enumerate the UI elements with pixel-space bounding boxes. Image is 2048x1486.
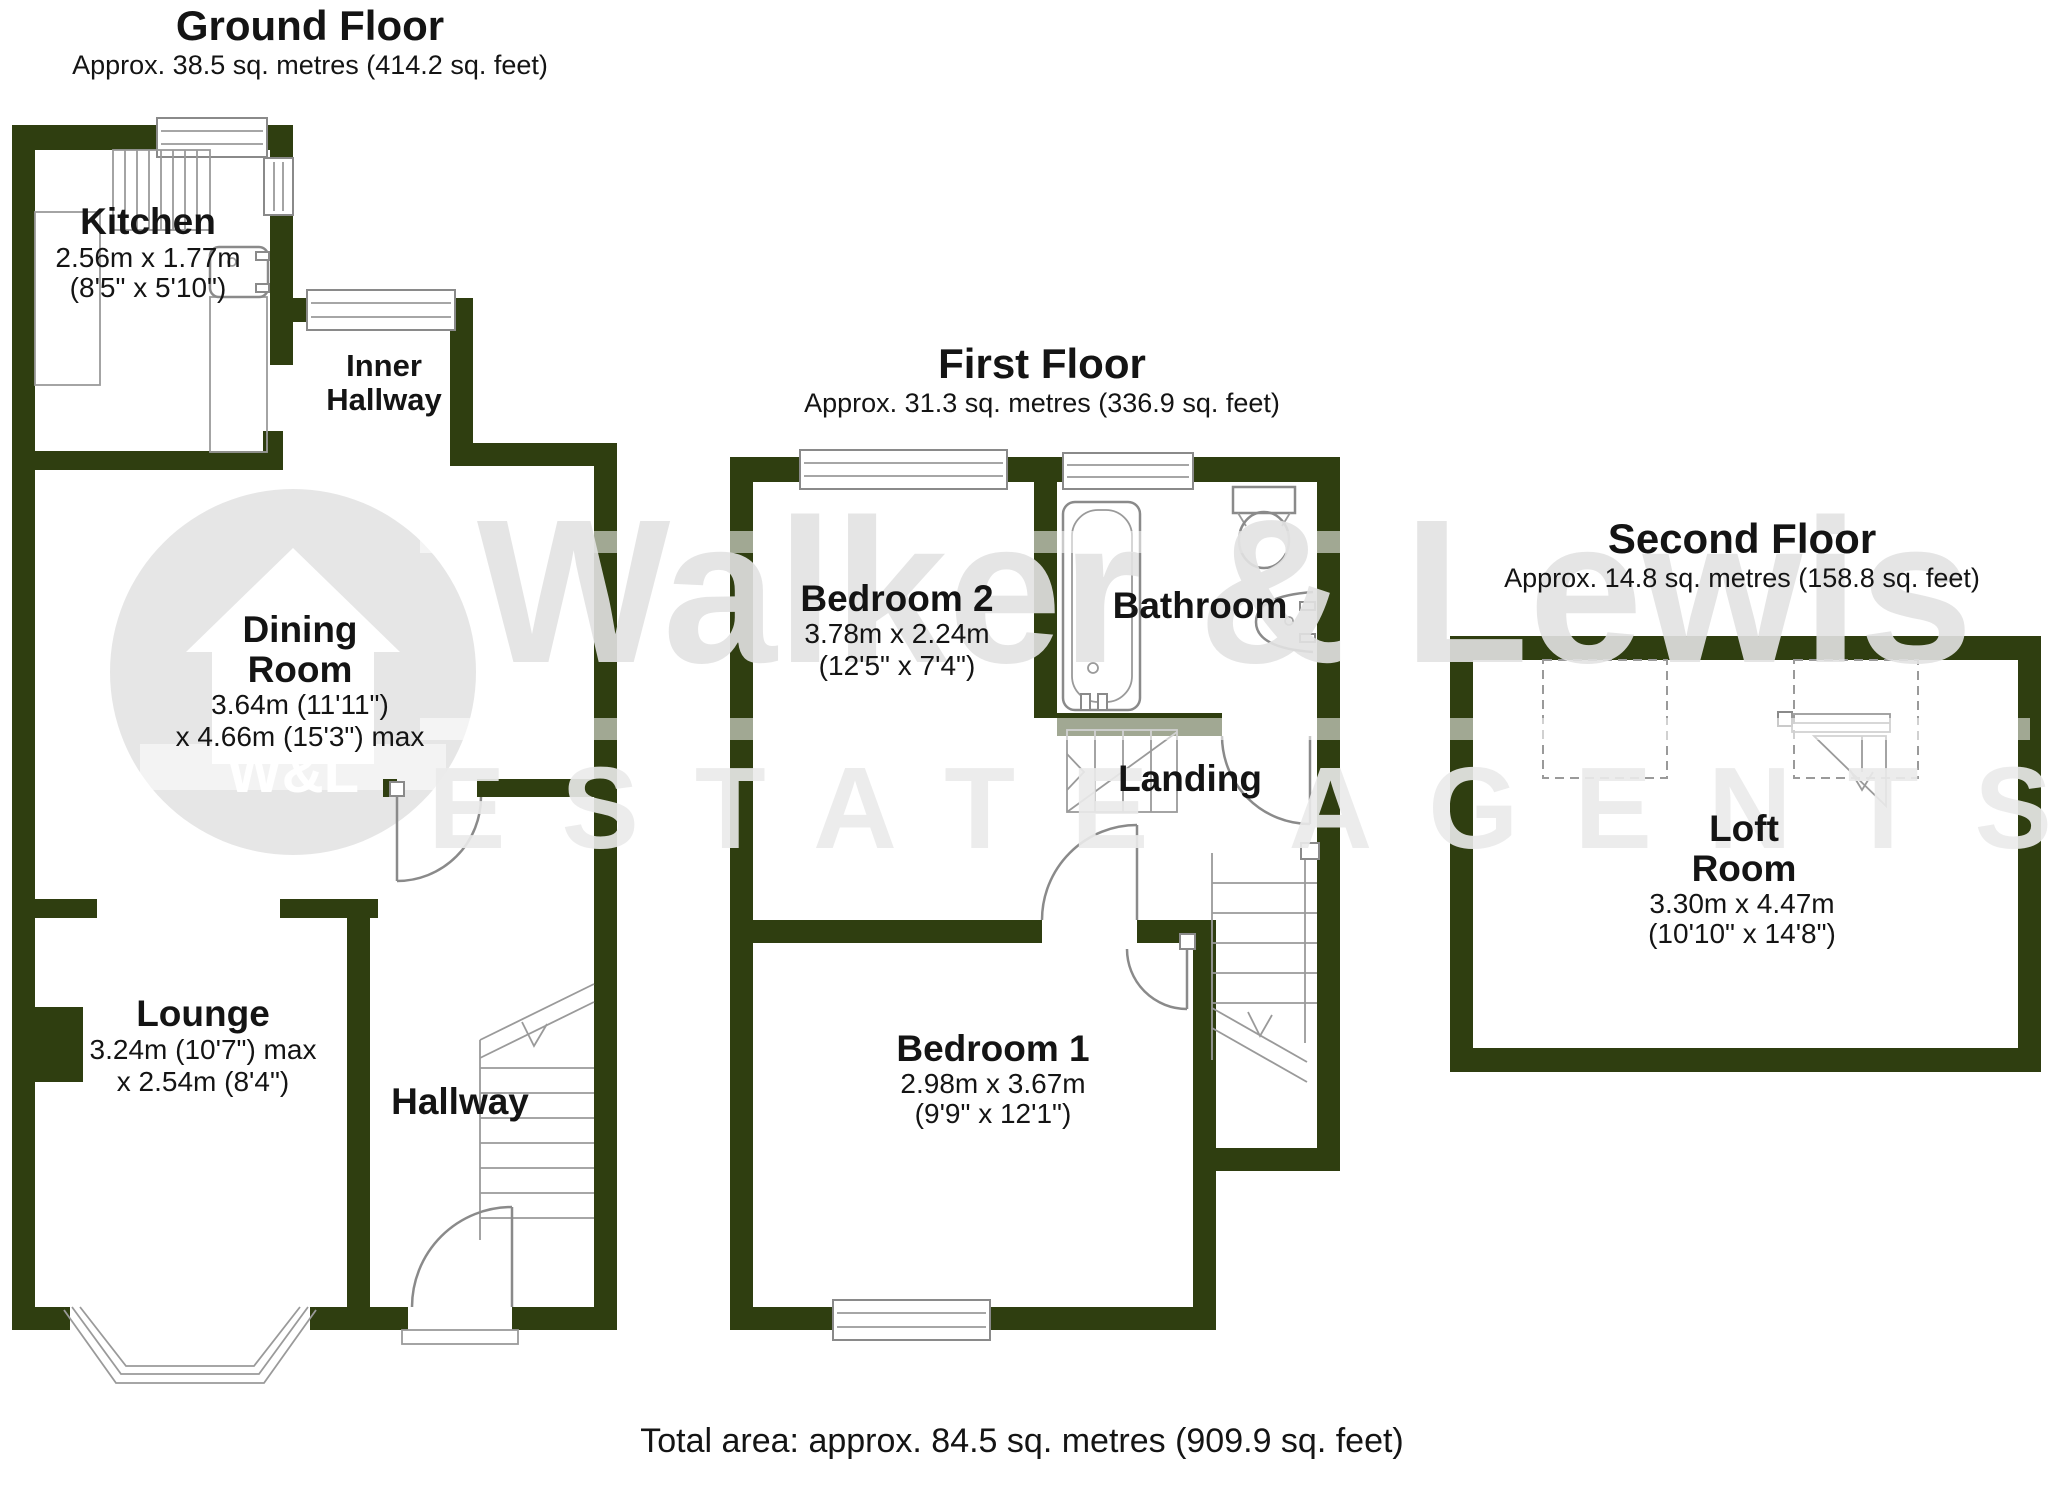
- bedroom2-window-icon: [799, 449, 1008, 490]
- dining-room-dim-metric: 3.64m (11'11"): [211, 689, 389, 720]
- ground-floor-labels: Ground Floor Approx. 38.5 sq. metres (41…: [55, 2, 547, 1122]
- front-door-icon: [401, 1205, 519, 1345]
- second-floor-subtitle: Approx. 14.8 sq. metres (158.8 sq. feet): [1504, 563, 1980, 593]
- bedroom1-door-icon: [1125, 933, 1196, 1011]
- bathroom-door-icon: [1220, 735, 1312, 826]
- kitchen-label: Kitchen: [80, 201, 216, 242]
- first-floor-plan: [730, 449, 1340, 1341]
- inner-hallway-window-icon: [306, 289, 456, 331]
- watermark-monogram: W&L: [227, 740, 359, 805]
- lounge-label: Lounge: [136, 993, 270, 1034]
- watermark-brand: Walker & Lewis: [477, 477, 1973, 706]
- dining-room-label-line1: Dining: [242, 609, 357, 650]
- kitchen-side-window-icon: [263, 157, 294, 216]
- landing-door-icon: [1040, 823, 1139, 921]
- landing-label: Landing: [1118, 758, 1262, 799]
- dining-door-icon: [389, 781, 483, 883]
- hallway-stairs-icon: [479, 983, 595, 1240]
- kitchen-dim-metric: 2.56m x 1.77m: [55, 242, 240, 273]
- dining-room-dim-imperial: x 4.66m (15'3") max: [176, 721, 425, 752]
- bedroom2-dim-imperial: (12'5" x 7'4"): [819, 650, 976, 681]
- agency-logo-watermark-icon: W&L: [110, 489, 476, 855]
- bedroom1-dim-metric: 2.98m x 3.67m: [900, 1068, 1085, 1099]
- second-floor-plan: [1450, 636, 2041, 1072]
- sink-icon: [1254, 590, 1316, 654]
- dining-room-label-line2: Room: [248, 649, 353, 690]
- first-floor-labels: First Floor Approx. 31.3 sq. metres (336…: [800, 340, 1287, 1129]
- bay-window-icon: [63, 1306, 317, 1384]
- loft-room-dim-metric: 3.30m x 4.47m: [1649, 888, 1834, 919]
- second-floor-labels: Second Floor Approx. 14.8 sq. metres (15…: [1504, 515, 1980, 949]
- ground-floor-title: Ground Floor: [176, 2, 444, 49]
- loft-room-label-line1: Loft: [1709, 808, 1779, 849]
- watermark-overlay: Walker & Lewis ESTATE AGENTS: [420, 477, 2048, 873]
- kitchen-appliance-icon: [112, 149, 211, 231]
- watermark-tagline: ESTATE AGENTS: [428, 743, 2048, 873]
- ground-floor-subtitle: Approx. 38.5 sq. metres (414.2 sq. feet): [72, 50, 548, 80]
- loft-room-label-line2: Room: [1692, 848, 1797, 889]
- loft-room-dim-imperial: (10'10" x 14'8"): [1648, 918, 1836, 949]
- bedroom2-label: Bedroom 2: [800, 578, 993, 619]
- inner-hallway-label-line2: Hallway: [326, 382, 442, 417]
- second-floor-title: Second Floor: [1608, 515, 1876, 562]
- bath-icon: [1061, 500, 1142, 712]
- bathroom-window-icon: [1062, 452, 1194, 490]
- total-area-footer: Total area: approx. 84.5 sq. metres (909…: [640, 1422, 1404, 1460]
- ground-floor-plan: [12, 117, 617, 1384]
- lounge-dim-imperial: x 2.54m (8'4"): [117, 1066, 289, 1097]
- lounge-dim-metric: 3.24m (10'7") max: [90, 1034, 317, 1065]
- bedroom1-label: Bedroom 1: [896, 1028, 1089, 1069]
- bathroom-label: Bathroom: [1113, 585, 1288, 626]
- bedroom1-dim-imperial: (9'9" x 12'1"): [915, 1098, 1072, 1129]
- landing-stairs-icon: [1211, 842, 1320, 1083]
- chimney-breast: [35, 1007, 83, 1082]
- hallway-label: Hallway: [391, 1081, 529, 1122]
- bedroom2-dim-metric: 3.78m x 2.24m: [804, 618, 989, 649]
- inner-hallway-label-line1: Inner: [346, 348, 422, 383]
- kitchen-sink-icon: [208, 245, 270, 299]
- first-floor-title: First Floor: [938, 340, 1146, 387]
- kitchen-dim-imperial: (8'5" x 5'10"): [70, 272, 227, 303]
- first-floor-subtitle: Approx. 31.3 sq. metres (336.9 sq. feet): [804, 388, 1280, 418]
- bedroom1-window-icon: [832, 1299, 991, 1341]
